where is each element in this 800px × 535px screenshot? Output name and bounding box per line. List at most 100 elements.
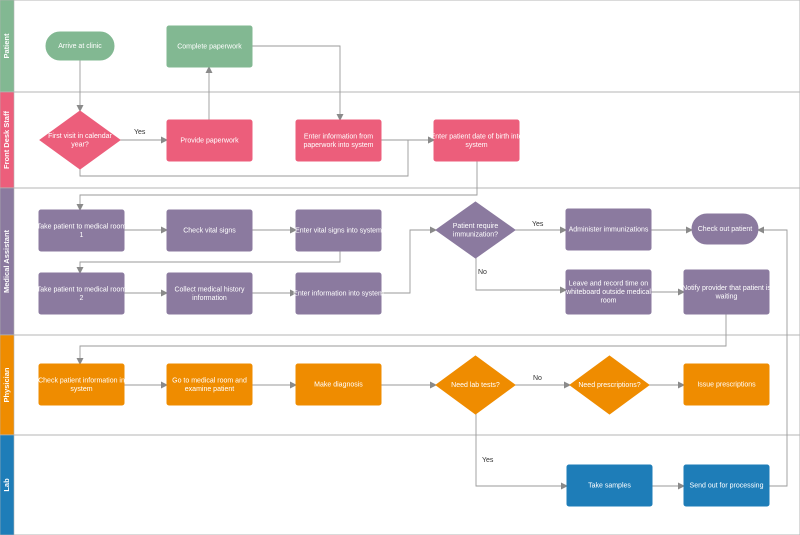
- node-label-line: room: [601, 297, 617, 304]
- node-label-line: Check patient information in: [38, 377, 125, 384]
- node-label-line: Arrive at clinic: [58, 43, 102, 50]
- lane-label: Front Desk Staff: [2, 111, 11, 169]
- terminal-shape: [45, 31, 115, 61]
- node-lab-tests-decision: Need lab tests?: [435, 355, 516, 415]
- node-label-line: Enter vital signs into system: [295, 227, 382, 234]
- decision-diamond: [435, 201, 516, 259]
- node-enter-paperwork-process: Enter information from paperwork into sys…: [295, 119, 382, 162]
- node-label-line: Enter information from: [304, 133, 373, 140]
- node-check-vitals-process: Check vital signs: [166, 209, 253, 252]
- node-label-line: 2: [80, 295, 84, 302]
- edge-label-immunization-no: No: [478, 269, 487, 276]
- node-provide-paperwork-process: Provide paperwork: [166, 119, 253, 162]
- node-label: Issue prescriptions: [697, 381, 756, 388]
- connector-enter-info-to-require-immunization: [381, 226, 437, 294]
- node-label: Take samples: [588, 482, 631, 489]
- node-label-line: immunization?: [453, 231, 498, 238]
- node-check-out-terminal: Check out patient: [691, 213, 759, 245]
- node-label: Make diagnosis: [314, 381, 363, 388]
- node-label: Enter information into system: [293, 290, 384, 297]
- process-box: [166, 209, 253, 252]
- terminal-shape: [691, 213, 759, 245]
- node-label-line: system: [465, 142, 487, 149]
- node-take-room-2-process: Take patient to medical room 2: [37, 272, 127, 315]
- lane-patient: Patient: [0, 0, 800, 93]
- node-issue-prescriptions-process: Issue prescriptions: [683, 363, 770, 406]
- connector-complete-to-enter-paperwork: [252, 45, 344, 121]
- process-box: [433, 119, 520, 162]
- node-label: Provide paperwork: [180, 137, 239, 144]
- process-box: [295, 209, 382, 252]
- node-collect-history-process: Collect medical history information: [166, 272, 253, 315]
- process-box: [166, 119, 253, 162]
- node-label: Administer immunizations: [569, 226, 649, 233]
- node-label: Check out patient: [698, 226, 753, 233]
- process-box: [38, 272, 125, 315]
- edge-label-immunization-yes: Yes: [532, 221, 544, 228]
- process-box: [295, 272, 382, 315]
- node-administer-process: Administer immunizations: [565, 208, 652, 251]
- node-label: Enter patient date of birth into system: [431, 133, 523, 149]
- node-label-line: 1: [80, 232, 84, 239]
- process-box: [683, 363, 770, 406]
- lane-body: [0, 0, 800, 93]
- node-label-line: Take patient to medical room: [37, 286, 127, 293]
- node-label-line: Patient require: [453, 223, 499, 230]
- node-label: Take patient to medical room 1: [37, 223, 127, 239]
- node-label-line: Take patient to medical room: [37, 223, 127, 230]
- node-label-line: Take samples: [588, 482, 631, 489]
- node-label-line: year?: [71, 141, 89, 148]
- node-label: Collect medical history information: [174, 286, 245, 302]
- node-take-room-1-process: Take patient to medical room 1: [37, 209, 127, 252]
- node-enter-dob-process: Enter patient date of birth into system: [431, 119, 523, 162]
- node-label-line: Collect medical history: [174, 286, 245, 293]
- node-complete-paperwork-process: Complete paperwork: [166, 25, 253, 68]
- node-label: Enter information from paperwork into sys…: [303, 133, 373, 149]
- node-label-line: Make diagnosis: [314, 381, 363, 388]
- node-label-line: Complete paperwork: [177, 43, 242, 50]
- process-box: [166, 25, 253, 68]
- node-label-line: Enter information into system: [293, 290, 384, 297]
- node-label-line: Notify provider that patient is: [682, 285, 771, 292]
- node-label-line: Administer immunizations: [569, 226, 649, 233]
- lane-lab: Lab: [0, 434, 800, 535]
- node-label: Need prescriptions?: [578, 382, 640, 389]
- node-label-line: examine patient: [185, 386, 234, 393]
- connector-send-out-to-check-out: [757, 226, 788, 487]
- node-label-line: Enter patient date of birth into: [431, 133, 523, 140]
- node-label-line: paperwork into system: [303, 142, 373, 149]
- node-send-out-process: Send out for processing: [683, 464, 770, 507]
- node-label: Complete paperwork: [177, 43, 242, 50]
- connector-lab-tests-yes-to-take-samples: [475, 414, 568, 490]
- lane-label: Lab: [2, 478, 11, 492]
- decision-diamond: [435, 355, 516, 415]
- node-diagnosis-process: Make diagnosis: [295, 363, 382, 406]
- node-label: Take patient to medical room 2: [37, 286, 127, 302]
- node-label-line: Issue prescriptions: [697, 381, 756, 388]
- process-box: [295, 119, 382, 162]
- connector-require-immunization-no-to-leave-record: [475, 258, 567, 294]
- node-prescriptions-decision: Need prescriptions?: [569, 355, 650, 415]
- node-label: Need lab tests?: [451, 382, 500, 389]
- node-label-line: information: [192, 295, 227, 302]
- node-label-line: Provide paperwork: [180, 137, 239, 144]
- lane-body: [0, 434, 800, 535]
- node-enter-info-process: Enter information into system: [293, 272, 384, 315]
- lane-header: [0, 434, 15, 535]
- lane-label: Physician: [2, 367, 11, 402]
- process-box: [565, 269, 652, 315]
- process-box: [38, 209, 125, 252]
- connector-enter-vitals-to-take-room-2: [76, 251, 341, 274]
- decision-diamond: [39, 110, 121, 170]
